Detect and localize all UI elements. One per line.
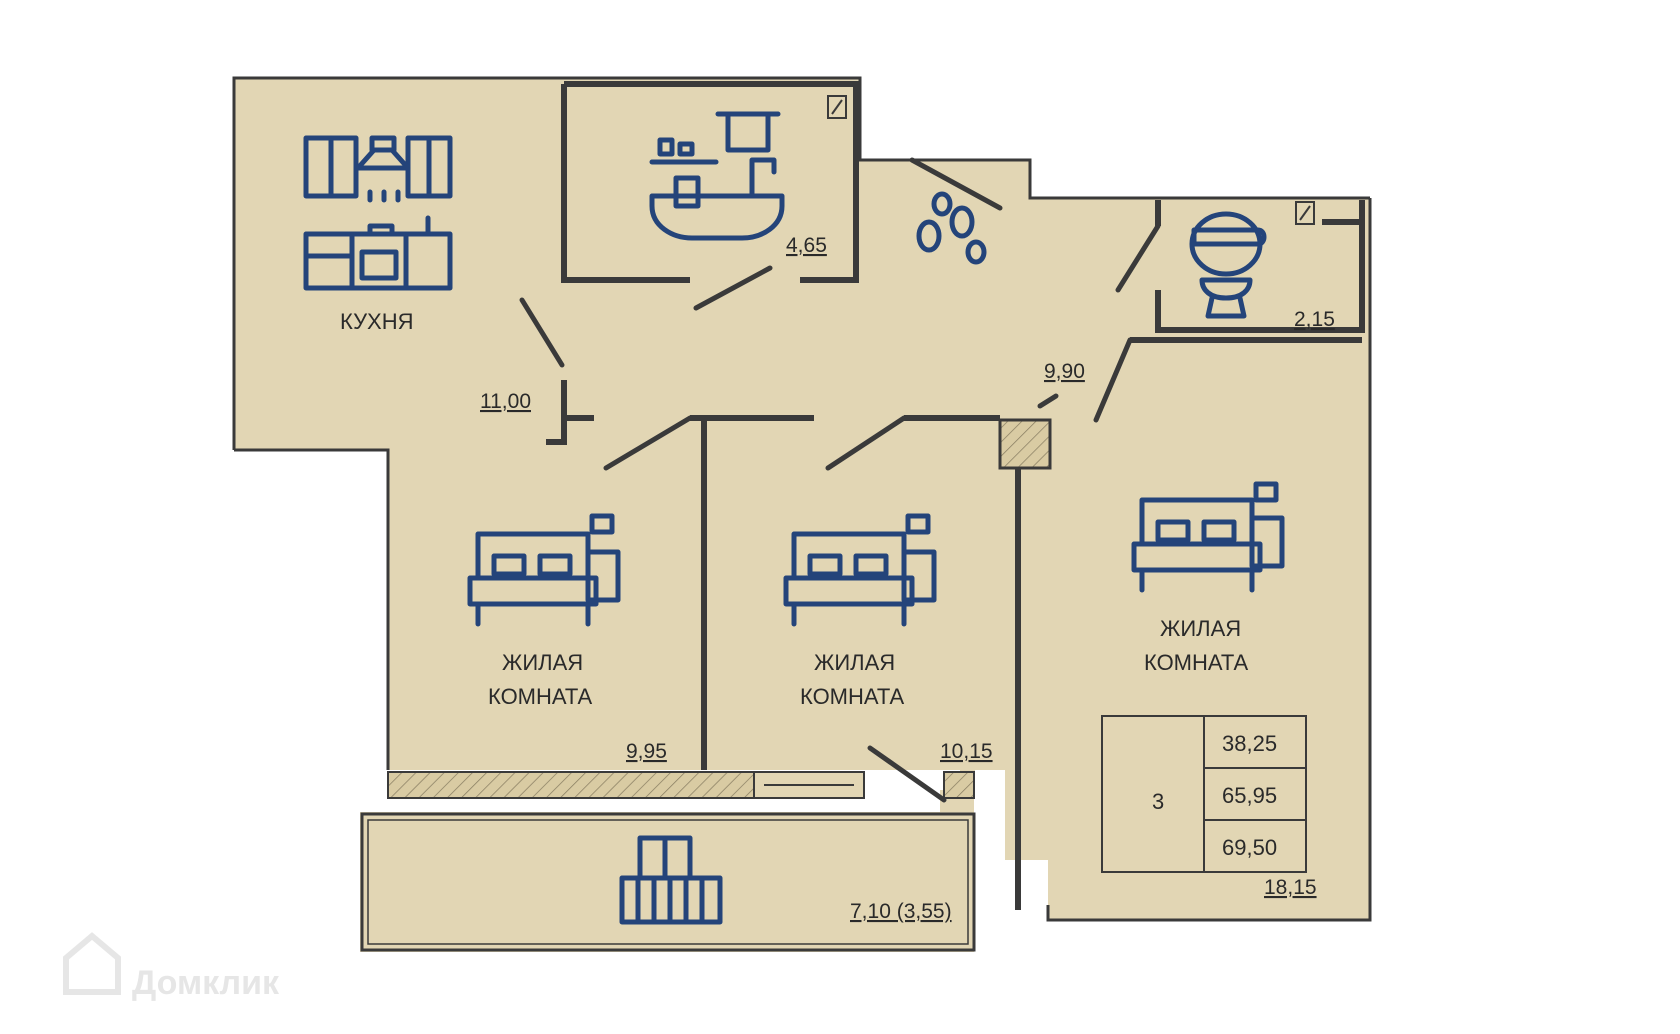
kitchen-icon (303, 135, 453, 291)
living-right-label-1: ЖИЛАЯ (1160, 616, 1241, 641)
total-area: 65,95 (1222, 783, 1277, 808)
living-left-label-1: ЖИЛАЯ (502, 650, 583, 675)
balcony-icon (619, 835, 723, 925)
living-middle-label-2: КОМНАТА (800, 684, 905, 709)
ventilation-shaft (998, 418, 1052, 470)
living-right-area: 18,15 (1264, 876, 1317, 899)
toilet-icon (1189, 211, 1267, 319)
floor-plan (234, 78, 1370, 952)
walls (232, 76, 1372, 952)
kitchen-area: 11,00 (480, 390, 531, 413)
living-left-area: 9,95 (626, 740, 667, 763)
living-area-total: 38,25 (1222, 731, 1277, 756)
doors (519, 157, 1161, 803)
balcony-area: 7,10 (3,55) (850, 900, 952, 923)
exterior-wall-hatch-right (943, 771, 975, 799)
watermark-text: Домклик (132, 964, 280, 1002)
living-middle-label-1: ЖИЛАЯ (814, 650, 895, 675)
balcony-frame (360, 812, 976, 952)
bathroom-area: 4,65 (786, 234, 827, 257)
rooms-count: 3 (1152, 789, 1164, 814)
bed-icon-middle (783, 513, 937, 627)
flat-notch (975, 770, 1005, 920)
footprints-icon (916, 191, 987, 265)
living-left-label-2: КОМНАТА (488, 684, 593, 709)
exterior-wall-hatch (387, 771, 755, 799)
balcony-floor (360, 812, 974, 952)
bed-icon-right (1131, 481, 1285, 593)
house-logo-icon (63, 932, 121, 995)
kitchen-label: КУХНЯ (340, 309, 414, 334)
floor-area (234, 78, 1370, 920)
bathtub-icon (649, 111, 785, 241)
living-middle-area: 10,15 (940, 740, 993, 763)
living-right-label-2: КОМНАТА (1144, 650, 1249, 675)
hallway-area: 9,90 (1044, 360, 1085, 383)
bed-icon-left (467, 513, 621, 627)
total-area-with-balcony: 69,50 (1222, 835, 1277, 860)
watermark: Домклик (63, 932, 280, 1002)
toilet-area: 2,15 (1294, 308, 1335, 331)
summary-table: 3 38,25 65,95 69,50 (1101, 715, 1307, 873)
